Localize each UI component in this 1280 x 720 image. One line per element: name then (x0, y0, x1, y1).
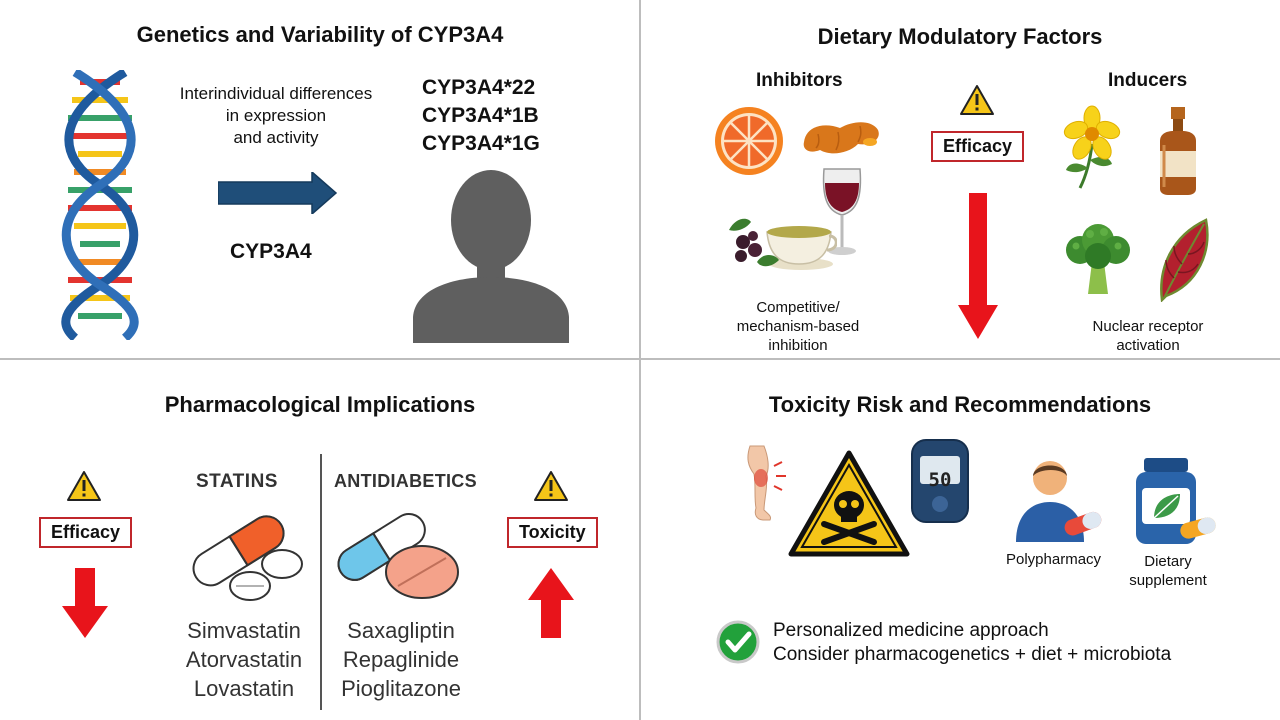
warning-icon (67, 471, 101, 501)
efficacy-label: Efficacy (39, 517, 133, 548)
caption-line: mechanism-based (736, 318, 860, 335)
wine-glass-icon (822, 168, 862, 255)
vertical-divider (639, 0, 641, 720)
supplement-bottle-icon (1136, 458, 1216, 544)
inhibitors-heading: Inhibitors (756, 70, 843, 91)
toxicity-title: Toxicity Risk and Recommendations (768, 392, 1152, 417)
description-line: and activity (233, 128, 319, 147)
supplement-label-line: Dietary (1144, 553, 1192, 570)
statins-list: Simvastatin Atorvastatin Lovastatin (176, 616, 312, 703)
red-leaf-icon (1160, 218, 1209, 302)
amber-bottle-icon (1160, 107, 1196, 195)
description-line: Interindividual differences (179, 84, 373, 103)
grapefruit-icon (715, 107, 783, 175)
toxicity-label: Toxicity (507, 517, 598, 548)
variant-item: CYP3A4*1G (422, 132, 540, 155)
caption-line: inhibition (768, 337, 828, 354)
statins-heading: STATINS (196, 471, 278, 492)
statin-pills-icon (192, 515, 303, 601)
dietary-title: Dietary Modulatory Factors (817, 24, 1103, 49)
supplement-label-line: supplement (1129, 572, 1207, 589)
tea-cup-icon (729, 218, 837, 270)
variant-list: CYP3A4*22 CYP3A4*1B CYP3A4*1G (422, 74, 540, 158)
yellow-flower-icon (1063, 105, 1121, 189)
antidiabetic-drug: Saxagliptin (347, 618, 455, 643)
down-arrow-icon (62, 568, 108, 638)
broccoli-icon (1066, 224, 1130, 294)
polypharmacy-label: Polypharmacy (1006, 551, 1102, 568)
horizontal-divider (0, 358, 1280, 360)
glucometer-icon (911, 439, 969, 523)
turmeric-icon (803, 122, 879, 154)
polypharmacy-person-icon (1016, 461, 1102, 542)
toxic-hazard-icon (788, 450, 910, 557)
antidiabetics-list: Saxagliptin Repaglinide Pioglitazone (332, 616, 470, 703)
recommendations: Personalized medicine approach Consider … (773, 619, 1171, 667)
genetics-title: Genetics and Variability of CYP3A4 (136, 22, 504, 47)
antidiabetic-drug: Repaglinide (342, 647, 460, 672)
antidiabetic-drug: Pioglitazone (341, 676, 461, 701)
recommendation-line: Consider pharmacogenetics + diet + micro… (773, 644, 1172, 665)
statin-drug: Atorvastatin (185, 647, 303, 672)
right-arrow-icon (218, 172, 338, 214)
inhibitors-caption: Competitive/ mechanism-based inhibition (708, 298, 888, 355)
inducers-heading: Inducers (1108, 70, 1188, 91)
recommendation-line: Personalized medicine approach (773, 620, 1049, 641)
down-arrow-icon (958, 193, 998, 339)
glucometer-reading: 50 (928, 469, 952, 491)
interindividual-description: Interindividual differences in expressio… (160, 83, 392, 149)
caption-line: Nuclear receptor (1092, 318, 1204, 335)
person-silhouette-icon (413, 170, 569, 343)
up-arrow-icon (528, 568, 574, 638)
dietary-efficacy-label: Efficacy (931, 131, 1025, 162)
drug-class-divider (320, 454, 322, 710)
warning-icon (960, 85, 994, 115)
antidiabetic-pills-icon (337, 512, 459, 599)
antidiabetics-heading: ANTIDIABETICS (334, 471, 477, 491)
variant-item: CYP3A4*22 (422, 76, 536, 99)
leg-pain-icon (747, 445, 786, 521)
statin-drug: Lovastatin (193, 676, 295, 701)
pharmacology-title: Pharmacological Implications (164, 392, 476, 417)
statin-drug: Simvastatin (187, 618, 301, 643)
inducers-caption: Nuclear receptor activation (1068, 317, 1228, 355)
supplement-label: Dietary supplement (1118, 552, 1218, 590)
gene-label: CYP3A4 (230, 240, 312, 263)
caption-line: activation (1116, 337, 1180, 354)
dna-helix-icon (61, 70, 139, 340)
warning-icon (534, 471, 568, 501)
checkmark-icon (716, 620, 760, 664)
caption-line: Competitive/ (756, 299, 840, 316)
variant-item: CYP3A4*1B (422, 104, 539, 127)
description-line: in expression (225, 106, 327, 125)
